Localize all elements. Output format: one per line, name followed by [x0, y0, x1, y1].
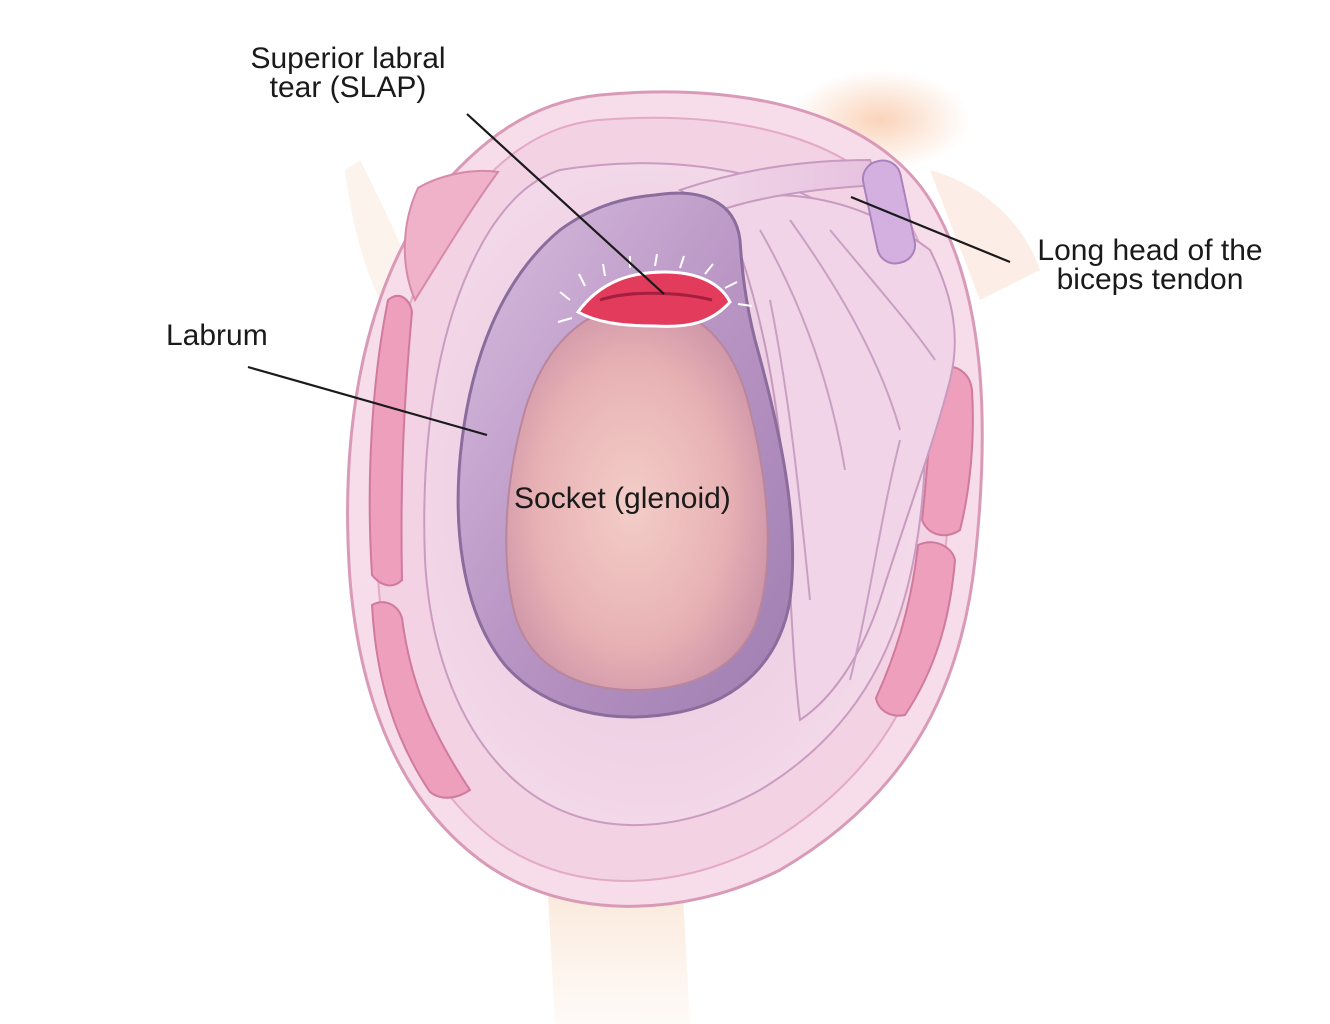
- label-labrum: Labrum: [166, 319, 268, 352]
- leader-line-slap: [466, 113, 665, 295]
- label-biceps-line1: Long head of the: [1037, 234, 1263, 267]
- label-slap-line2: tear (SLAP): [269, 71, 427, 104]
- label-long-head-biceps-tendon: Long head of the biceps tendon: [1010, 234, 1290, 296]
- label-superior-labral-tear: Superior labral tear (SLAP): [226, 42, 470, 104]
- leader-line-biceps: [850, 195, 1011, 264]
- leader-lines: [247, 113, 1011, 437]
- left-muscle-bundles: [368, 169, 500, 799]
- leader-line-labrum: [247, 365, 488, 437]
- label-biceps-line2: biceps tendon: [1056, 263, 1244, 296]
- glenoid-socket: [505, 303, 769, 692]
- label-socket-glenoid: Socket (glenoid): [514, 482, 731, 515]
- label-slap-line1: Superior labral: [250, 42, 446, 75]
